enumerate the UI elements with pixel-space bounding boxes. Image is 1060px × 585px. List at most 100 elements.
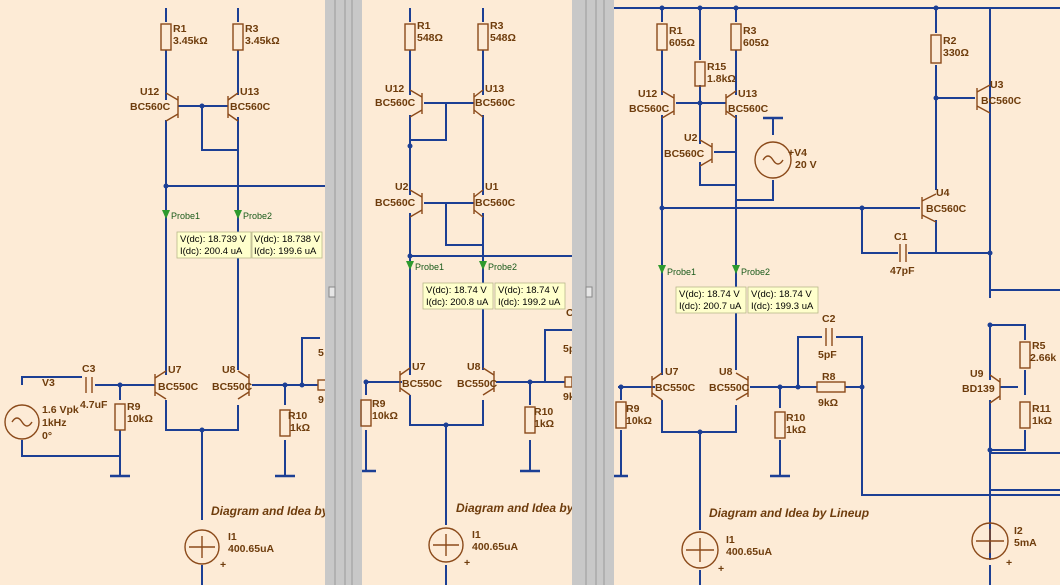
- probe2-current: I(dc): 199.2 uA: [498, 297, 561, 308]
- r8-label: R8: [822, 371, 836, 383]
- u2-transistor-icon[interactable]: [409, 189, 423, 218]
- u7-transistor-icon[interactable]: [651, 372, 663, 401]
- u7-transistor-icon[interactable]: [399, 367, 411, 396]
- probe-flag-icon[interactable]: [234, 210, 242, 219]
- probe2-current: I(dc): 199.6 uA: [254, 246, 317, 257]
- u9-transistor-icon[interactable]: [989, 374, 1001, 404]
- current-source-icon[interactable]: [681, 531, 719, 569]
- u12-label: U12: [385, 83, 404, 95]
- u4-part: BC560C: [926, 203, 967, 215]
- u13-label: U13: [485, 83, 504, 95]
- c3-capacitor-icon[interactable]: [85, 377, 93, 393]
- u12-transistor-icon[interactable]: [661, 90, 675, 119]
- u8-transistor-icon[interactable]: [482, 367, 495, 396]
- probe-flag-icon[interactable]: [162, 210, 170, 219]
- r15-resistor-icon[interactable]: [694, 61, 706, 87]
- i2-value: 5mA: [1014, 537, 1037, 549]
- u7-transistor-icon[interactable]: [154, 370, 167, 400]
- r10-resistor-icon[interactable]: [279, 409, 291, 437]
- r10-resistor-icon[interactable]: [524, 406, 536, 434]
- r3-resistor-icon[interactable]: [730, 23, 742, 51]
- r11-value: 1kΩ: [1032, 415, 1052, 427]
- r5-value: 2.66k: [1030, 352, 1056, 364]
- u8-transistor-icon[interactable]: [237, 370, 250, 400]
- r1-resistor-icon[interactable]: [404, 23, 416, 51]
- u13-label: U13: [738, 88, 757, 100]
- r8-value: 9kΩ: [818, 397, 838, 409]
- r15-value: 1.8kΩ: [707, 73, 736, 85]
- v4-value: 20 V: [795, 159, 817, 171]
- probe-flag-icon[interactable]: [732, 265, 740, 274]
- probe-flag-icon[interactable]: [479, 261, 487, 270]
- r3-value: 3.45kΩ: [245, 35, 280, 47]
- u8-part: BC550C: [212, 381, 253, 393]
- current-source-icon[interactable]: [184, 529, 220, 565]
- u8-part: BC550C: [709, 382, 750, 394]
- r3-resistor-icon[interactable]: [232, 23, 244, 51]
- probe1-label: Probe1: [667, 267, 696, 277]
- r1-resistor-icon[interactable]: [160, 23, 172, 51]
- u7-part: BC550C: [402, 378, 443, 390]
- v3-label: V3: [42, 377, 55, 389]
- v4-label: +V4: [788, 147, 807, 159]
- r9-value: 10kΩ: [127, 413, 153, 425]
- r9-label: R9: [372, 398, 386, 410]
- cut-label-2: 9: [318, 394, 324, 406]
- i1-label: I1: [472, 529, 481, 541]
- current-source-icon[interactable]: [428, 527, 464, 563]
- r9-resistor-icon[interactable]: [615, 401, 627, 429]
- voltage-source-icon[interactable]: [4, 404, 40, 440]
- window-divider[interactable]: [572, 0, 614, 585]
- r3-resistor-icon[interactable]: [477, 23, 489, 51]
- u3-transistor-icon[interactable]: [976, 84, 991, 114]
- c2-value: 5pF: [818, 349, 837, 361]
- r1-label: R1: [173, 23, 187, 35]
- r9-resistor-icon[interactable]: [114, 403, 126, 431]
- r11-label: R11: [1032, 403, 1051, 415]
- probe2-voltage: V(dc): 18.738 V: [254, 234, 321, 245]
- u12-transistor-icon[interactable]: [165, 92, 179, 122]
- i1-value: 400.65uA: [228, 543, 275, 555]
- probe-flag-icon[interactable]: [658, 265, 666, 274]
- r2-label: R2: [943, 35, 957, 47]
- probe1-label: Probe1: [171, 211, 200, 221]
- u12-label: U12: [140, 86, 159, 98]
- u8-part: BC550C: [457, 378, 498, 390]
- r9-resistor-icon[interactable]: [360, 399, 372, 427]
- panel-1: R1 3.45kΩ R3 3.45kΩ U12 BC560C U13 BC560…: [4, 8, 330, 585]
- r2-resistor-icon[interactable]: [930, 34, 942, 64]
- c1-capacitor-icon[interactable]: [899, 244, 907, 262]
- probe1-current: I(dc): 200.4 uA: [180, 246, 243, 257]
- r8-resistor-icon[interactable]: [816, 381, 846, 393]
- u12-transistor-icon[interactable]: [409, 89, 423, 118]
- voltage-source-icon[interactable]: [754, 141, 792, 179]
- r3-label: R3: [490, 20, 504, 32]
- u13-transistor-icon[interactable]: [227, 92, 239, 122]
- r5-resistor-icon[interactable]: [1019, 341, 1031, 369]
- r11-resistor-icon[interactable]: [1019, 401, 1031, 429]
- u8-transistor-icon[interactable]: [735, 372, 749, 401]
- c3-label: C3: [82, 363, 96, 375]
- r9-label: R9: [127, 401, 141, 413]
- i1-plus: +: [718, 563, 724, 575]
- r10-resistor-icon[interactable]: [774, 411, 786, 439]
- credit-text: Diagram and Idea by: [211, 504, 330, 518]
- u1-transistor-icon[interactable]: [473, 189, 484, 218]
- u4-transistor-icon[interactable]: [921, 193, 937, 223]
- u13-transistor-icon[interactable]: [725, 90, 737, 119]
- probe-flag-icon[interactable]: [406, 261, 414, 270]
- c2-capacitor-icon[interactable]: [825, 328, 833, 346]
- r1-resistor-icon[interactable]: [656, 23, 668, 51]
- u2-transistor-icon[interactable]: [699, 139, 713, 167]
- u12-part: BC560C: [130, 101, 171, 113]
- probe2-readout: [251, 231, 323, 259]
- probe2-readout: [494, 282, 566, 310]
- window-divider[interactable]: [325, 0, 362, 585]
- r9-value: 10kΩ: [626, 415, 652, 427]
- current-source-icon[interactable]: [971, 522, 1009, 560]
- panel-3: R1 605Ω R3 605Ω R15 1.8kΩ U12 BC560C U13…: [614, 5, 1060, 585]
- r15-label: R15: [707, 61, 726, 73]
- u3-label: U3: [990, 79, 1004, 91]
- c3-value: 4.7uF: [80, 399, 108, 411]
- u13-transistor-icon[interactable]: [473, 89, 484, 118]
